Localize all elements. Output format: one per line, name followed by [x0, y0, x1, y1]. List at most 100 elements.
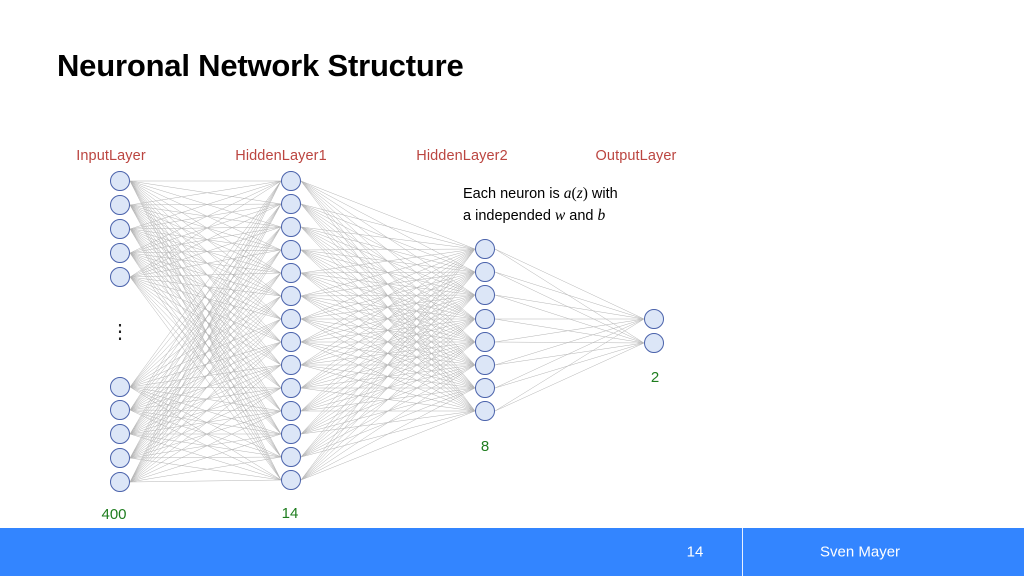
- annotation-math-paren-open: (: [571, 185, 577, 202]
- neuron-hidden2-6[interactable]: [475, 355, 495, 375]
- network-edge: [129, 433, 282, 459]
- network-edge: [129, 272, 282, 435]
- footer-author: Sven Mayer: [820, 543, 901, 561]
- neuron-hidden1-11[interactable]: [281, 401, 301, 421]
- network-edge: [129, 226, 282, 435]
- neuron-hidden1-8[interactable]: [281, 332, 301, 352]
- network-edge: [129, 410, 282, 459]
- layer-label-output: OutputLayer: [595, 148, 677, 164]
- network-edge: [129, 456, 282, 459]
- network-edge: [300, 387, 476, 481]
- neuron-hidden2-7[interactable]: [475, 378, 495, 398]
- network-edge: [129, 180, 282, 278]
- network-edge: [300, 248, 476, 320]
- neuron-input-2[interactable]: [110, 195, 130, 215]
- neuron-hidden1-12[interactable]: [281, 424, 301, 444]
- neuron-hidden1-4[interactable]: [281, 240, 301, 260]
- network-edge: [300, 341, 476, 481]
- network-edge: [300, 248, 476, 458]
- neuron-hidden1-7[interactable]: [281, 309, 301, 329]
- annotation-line1-pre: Each neuron is: [463, 186, 564, 202]
- network-edge: [129, 409, 282, 458]
- neuron-count-output: 2: [650, 369, 660, 386]
- network-edge: [129, 180, 282, 459]
- network-edge: [129, 180, 282, 411]
- network-edge: [300, 248, 476, 366]
- network-edge: [494, 318, 645, 366]
- network-edge: [300, 248, 476, 412]
- network-edge: [300, 249, 476, 320]
- network-edge: [300, 271, 476, 481]
- network-edge: [300, 248, 476, 389]
- neuron-hidden2-2[interactable]: [475, 262, 495, 282]
- network-edge: [129, 276, 282, 458]
- network-edge: [129, 226, 282, 483]
- network-edge: [494, 271, 645, 344]
- input-layer-ellipsis: ⋮: [110, 321, 130, 343]
- neuron-output-1[interactable]: [644, 309, 664, 329]
- network-edge: [494, 318, 645, 344]
- neuron-input-4[interactable]: [110, 243, 130, 263]
- neuron-input-8[interactable]: [110, 424, 130, 444]
- neuron-hidden1-2[interactable]: [281, 194, 301, 214]
- network-edge: [494, 318, 645, 343]
- network-edge: [300, 318, 476, 389]
- neuron-input-10[interactable]: [110, 472, 130, 492]
- network-edge: [129, 180, 282, 254]
- annotation-line2-pre: a independed: [463, 208, 555, 225]
- neuron-output-2[interactable]: [644, 333, 664, 353]
- network-edge: [300, 318, 476, 366]
- network-edge: [300, 364, 476, 481]
- neuron-hidden2-8[interactable]: [475, 401, 495, 421]
- neuron-input-7[interactable]: [110, 400, 130, 420]
- network-edge: [129, 409, 282, 412]
- network-edge: [129, 203, 282, 411]
- neuron-hidden1-3[interactable]: [281, 217, 301, 237]
- layer-label-hidden1: HiddenLayer1: [235, 148, 327, 164]
- page-title: Neuronal Network Structure: [57, 48, 464, 83]
- neuron-hidden2-3[interactable]: [475, 285, 495, 305]
- neuron-hidden1-10[interactable]: [281, 378, 301, 398]
- neuron-input-5[interactable]: [110, 267, 130, 287]
- network-edge: [129, 387, 282, 435]
- network-edge: [129, 226, 282, 411]
- network-edge: [129, 249, 282, 459]
- annotation-math-paren-close: ): [582, 185, 588, 202]
- neuron-count-hidden1: 14: [281, 505, 299, 522]
- neuron-hidden1-13[interactable]: [281, 447, 301, 467]
- network-edge: [129, 387, 282, 459]
- neuron-input-3[interactable]: [110, 219, 130, 239]
- network-edge: [129, 276, 282, 320]
- network-edge: [129, 364, 282, 435]
- layer-label-input: InputLayer: [76, 148, 146, 164]
- neuron-hidden1-14[interactable]: [281, 470, 301, 490]
- network-edge: [300, 203, 476, 320]
- neuron-hidden1-6[interactable]: [281, 286, 301, 306]
- neuron-hidden2-4[interactable]: [475, 309, 495, 329]
- neuron-input-1[interactable]: [110, 171, 130, 191]
- network-edge: [300, 248, 476, 343]
- neuron-hidden1-5[interactable]: [281, 263, 301, 283]
- network-edge: [129, 410, 282, 435]
- network-edge: [129, 364, 282, 411]
- network-edge: [300, 410, 476, 481]
- network-edge: [129, 249, 282, 483]
- neuron-input-6[interactable]: [110, 377, 130, 397]
- network-edge: [300, 272, 476, 320]
- neuron-hidden2-5[interactable]: [475, 332, 495, 352]
- neuron-hidden2-1[interactable]: [475, 239, 495, 259]
- network-edge: [129, 180, 282, 483]
- neuron-input-9[interactable]: [110, 448, 130, 468]
- neuron-hidden1-1[interactable]: [281, 171, 301, 191]
- network-edge: [300, 318, 476, 458]
- network-edge: [129, 433, 282, 458]
- annotation-math-b: b: [597, 207, 606, 225]
- network-edge: [129, 272, 282, 483]
- neuron-hidden1-9[interactable]: [281, 355, 301, 375]
- network-edge: [129, 276, 282, 435]
- network-edge: [300, 180, 476, 250]
- network-edge: [129, 318, 282, 411]
